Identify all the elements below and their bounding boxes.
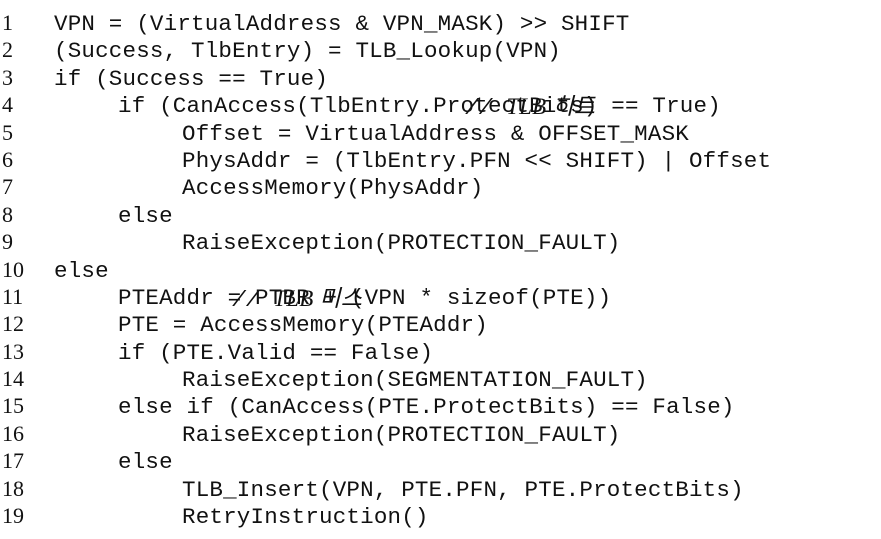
line-number: 17 — [2, 448, 24, 474]
code-line-8: 8 else — [0, 201, 881, 229]
code-comment: // TLB 미스 — [123, 258, 363, 342]
code-line-9: 9 RaiseException(PROTECTION_FAULT) — [0, 228, 881, 257]
code-text: if (PTE.Valid == False) — [118, 339, 434, 366]
code-text: else if (CanAccess(PTE.ProtectBits) == F… — [118, 394, 735, 421]
comment-text: TLB 미스 — [273, 285, 363, 311]
code-line-11: 11 PTEAddr = PTBR + (VPN * sizeof(PTE)) — [0, 283, 881, 311]
code-text: else — [118, 449, 173, 476]
code-text: else — [118, 202, 173, 229]
line-number: 7 — [2, 174, 13, 200]
code-line-16: 16 RaiseException(PROTECTION_FAULT) — [0, 420, 881, 448]
code-text: VPN = (VirtualAddress & VPN_MASK) >> SHI… — [54, 11, 630, 37]
code-line-3: 3 if (Success == True) // TLB 히트 — [0, 64, 881, 121]
line-number: 18 — [2, 475, 24, 501]
code-text: (Success, TlbEntry) = TLB_Lookup(VPN) — [54, 38, 561, 65]
line-number: 13 — [2, 338, 24, 364]
comment-marker: // — [465, 95, 507, 122]
code-line-14: 14 RaiseException(SEGMENTATION_FAULT) — [0, 365, 881, 394]
code-text: RaiseException(PROTECTION_FAULT) — [182, 230, 621, 257]
line-number: 19 — [2, 503, 24, 529]
code-text: PTE = AccessMemory(PTEAddr) — [118, 312, 488, 339]
code-line-19: 19 RetryInstruction() — [0, 502, 881, 531]
code-line-17: 17 else — [0, 447, 881, 476]
code-text: AccessMemory(PhysAddr) — [182, 175, 484, 202]
code-text: PhysAddr = (TlbEntry.PFN << SHIFT) | Off… — [182, 147, 772, 174]
comment-text: TLB 히트 — [506, 94, 596, 120]
code-text: RetryInstruction() — [182, 504, 429, 531]
code-text: PTEAddr = PTBR + (VPN * sizeof(PTE)) — [118, 284, 612, 311]
code-line-1: 1 VPN = (VirtualAddress & VPN_MASK) >> S… — [0, 9, 881, 37]
line-number: 3 — [2, 64, 13, 90]
code-text: RaiseException(SEGMENTATION_FAULT) — [182, 367, 648, 394]
line-number: 2 — [2, 37, 13, 63]
code-line-18: 18 TLB_Insert(VPN, PTE.PFN, PTE.ProtectB… — [0, 475, 881, 503]
line-number: 5 — [2, 119, 13, 145]
line-number: 16 — [2, 420, 24, 446]
line-number: 14 — [2, 366, 24, 392]
code-text: if (Success == True) — [54, 65, 356, 92]
code-line-4: 4 if (CanAccess(TlbEntry.ProtectBits) ==… — [0, 91, 881, 120]
line-number: 12 — [2, 311, 24, 337]
comment-marker: // — [232, 286, 274, 313]
code-text: else — [54, 257, 123, 284]
code-line-6: 6 PhysAddr = (TlbEntry.PFN << SHIFT) | O… — [0, 146, 881, 174]
line-number: 4 — [2, 92, 13, 118]
code-line-10: 10 else // TLB 미스 — [0, 256, 881, 313]
code-text-wrapper: else // TLB 미스 — [38, 258, 362, 342]
code-text: if (CanAccess(TlbEntry.ProtectBits) == T… — [118, 93, 721, 120]
code-line-13: 13 if (PTE.Valid == False) — [0, 338, 881, 366]
code-line-15: 15 else if (CanAccess(PTE.ProtectBits) =… — [0, 392, 881, 421]
code-text: TLB_Insert(VPN, PTE.PFN, PTE.ProtectBits… — [182, 476, 744, 503]
line-number: 1 — [2, 10, 13, 35]
line-number: 6 — [2, 146, 13, 172]
code-line-12: 12 PTE = AccessMemory(PTEAddr) — [0, 310, 881, 339]
code-text: Offset = VirtualAddress & OFFSET_MASK — [182, 120, 689, 147]
line-number: 11 — [2, 283, 24, 309]
code-text: RaiseException(PROTECTION_FAULT) — [182, 421, 621, 448]
line-number: 9 — [2, 229, 13, 255]
code-line-2: 2 (Success, TlbEntry) = TLB_Lookup(VPN) — [0, 36, 881, 65]
line-number: 15 — [2, 393, 24, 419]
line-number: 8 — [2, 201, 13, 227]
line-number: 10 — [2, 256, 24, 282]
code-line-7: 7 AccessMemory(PhysAddr) — [0, 173, 881, 202]
code-text-wrapper: if (Success == True) // TLB 히트 — [38, 66, 595, 150]
code-comment: // TLB 히트 — [355, 66, 595, 150]
code-line-5: 5 Offset = VirtualAddress & OFFSET_MASK — [0, 119, 881, 147]
